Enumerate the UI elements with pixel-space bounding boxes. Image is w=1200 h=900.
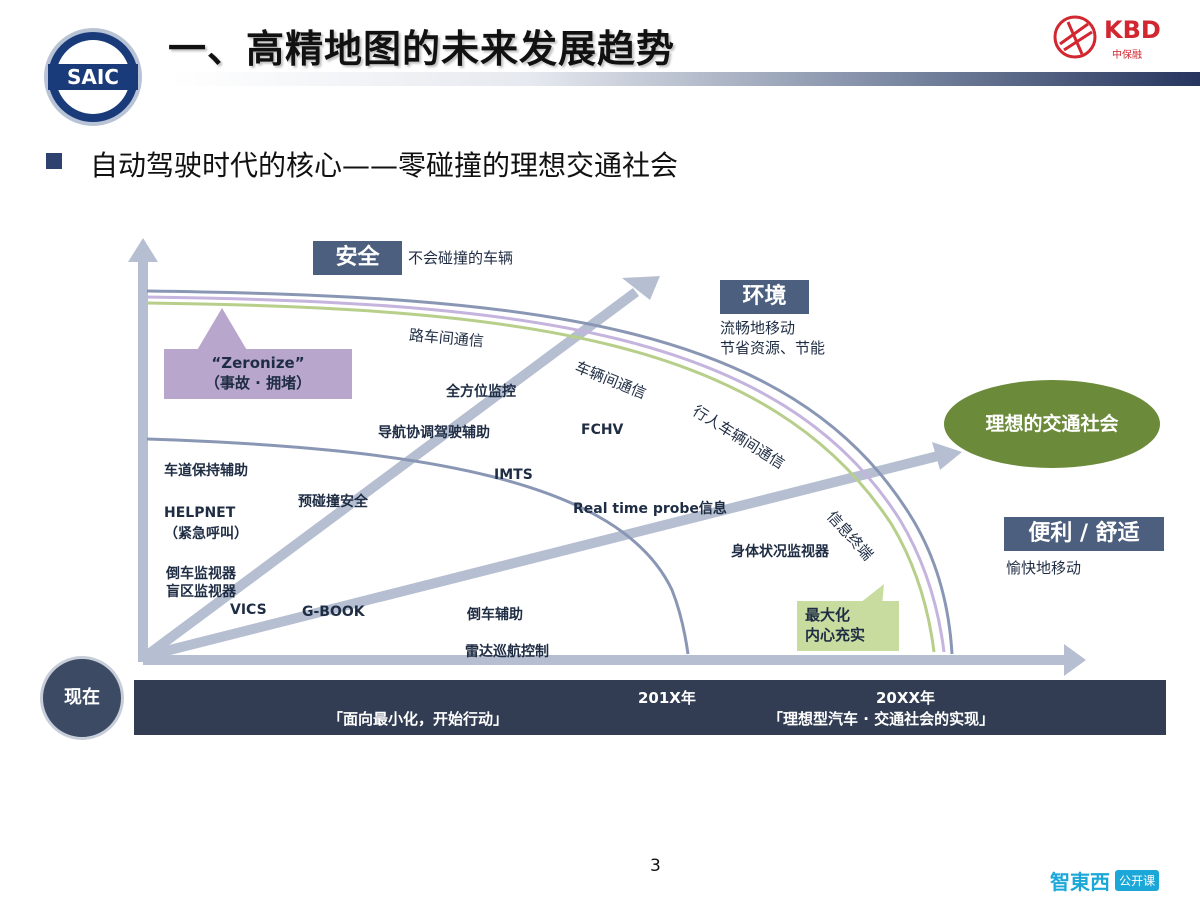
- footer-brand: 智東西 公开课: [1050, 866, 1160, 894]
- arrow-convenience-head: [932, 442, 962, 470]
- item-realtime: Real time probe信息: [573, 501, 727, 517]
- tag-convenience: 便利 / 舒适: [1004, 517, 1164, 551]
- item-nav-assist: 导航协调驾驶辅助: [378, 425, 490, 441]
- item-gbook: G-BOOK: [302, 604, 365, 620]
- saic-logo-text: SAIC: [48, 64, 138, 90]
- y-axis-arrowhead: [128, 238, 158, 262]
- max-callout: 最大化 内心充实: [797, 601, 899, 651]
- arrow-environment-head: [622, 276, 660, 300]
- saic-logo: SAIC: [44, 28, 142, 126]
- tag-environment: 环境: [720, 280, 809, 314]
- item-radar-cruise: 雷达巡航控制: [465, 644, 549, 660]
- tag-environment-desc-2: 节省资源、节能: [720, 339, 826, 357]
- title-underline: [170, 72, 1200, 86]
- kbd-logo-sub: 中保融: [1112, 50, 1142, 61]
- zeronize-pointer: [196, 308, 248, 352]
- item-reverse-monitor-2: 盲区监视器: [166, 584, 236, 600]
- item-lane-keep: 车道保持辅助: [164, 463, 248, 479]
- kbd-logo-text: KBD: [1104, 16, 1161, 44]
- tag-environment-desc-1: 流畅地移动: [720, 319, 796, 337]
- timeline-year-1: 201X年: [638, 689, 696, 707]
- arrow-environment: [143, 287, 639, 661]
- timeline-bar: 「面向最小化，开始行动」 201X年 20XX年 「理想型汽车 · 交通社会的实…: [134, 680, 1166, 735]
- tag-convenience-desc: 愉快地移动: [1006, 559, 1082, 577]
- max-line-2: 内心充实: [805, 626, 866, 644]
- arrow-convenience: [144, 451, 940, 661]
- kbd-logo: KBD 中保融: [1052, 14, 1182, 64]
- zeronize-line-2: （事故 · 拥堵）: [204, 374, 312, 392]
- zeronize-line-1: “Zeronize”: [211, 354, 305, 372]
- kbd-globe-icon: [1053, 15, 1097, 59]
- item-helpnet-1: HELPNET: [164, 505, 236, 521]
- item-body-monitor: 身体状况监视器: [731, 544, 829, 560]
- item-reverse-assist: 倒车辅助: [467, 607, 523, 623]
- page-title: 一、高精地图的未来发展趋势: [168, 27, 676, 71]
- curve-purple: [146, 295, 946, 653]
- now-circle: 现在: [40, 656, 124, 740]
- timeline-stage-2: 「理想型汽车 · 交通社会的实现」: [768, 710, 995, 728]
- page-number: 3: [650, 856, 661, 876]
- ideal-society-ellipse: 理想的交通社会: [944, 380, 1160, 468]
- max-line-1: 最大化: [805, 606, 851, 624]
- curve-inner: [146, 437, 690, 655]
- footer-brand-text: 智東西: [1050, 870, 1110, 894]
- item-vics: VICS: [230, 602, 267, 618]
- item-pre-crash: 预碰撞安全: [298, 494, 368, 510]
- item-helpnet-2: （紧急呼叫）: [164, 526, 248, 542]
- footer-brand-tag: 公开课: [1115, 870, 1160, 891]
- x-axis-arrowhead: [1064, 644, 1086, 676]
- max-pointer: [860, 584, 884, 606]
- curve-green: [146, 301, 936, 653]
- item-all-round: 全方位监控: [446, 384, 516, 400]
- item-imts: IMTS: [494, 467, 533, 483]
- curve-outer: [146, 289, 954, 655]
- bullet-square-icon: [46, 153, 62, 169]
- tag-safety: 安全: [313, 241, 402, 275]
- tag-safety-desc: 不会碰撞的车辆: [408, 249, 514, 267]
- item-fchv: FCHV: [581, 422, 624, 438]
- timeline-year-2: 20XX年: [876, 689, 936, 707]
- zeronize-callout: “Zeronize” （事故 · 拥堵）: [164, 349, 352, 399]
- subtitle: 自动驾驶时代的核心——零碰撞的理想交通社会: [90, 149, 679, 182]
- item-reverse-monitor-1: 倒车监视器: [166, 566, 236, 582]
- timeline-stage-1: 「面向最小化，开始行动」: [328, 710, 509, 728]
